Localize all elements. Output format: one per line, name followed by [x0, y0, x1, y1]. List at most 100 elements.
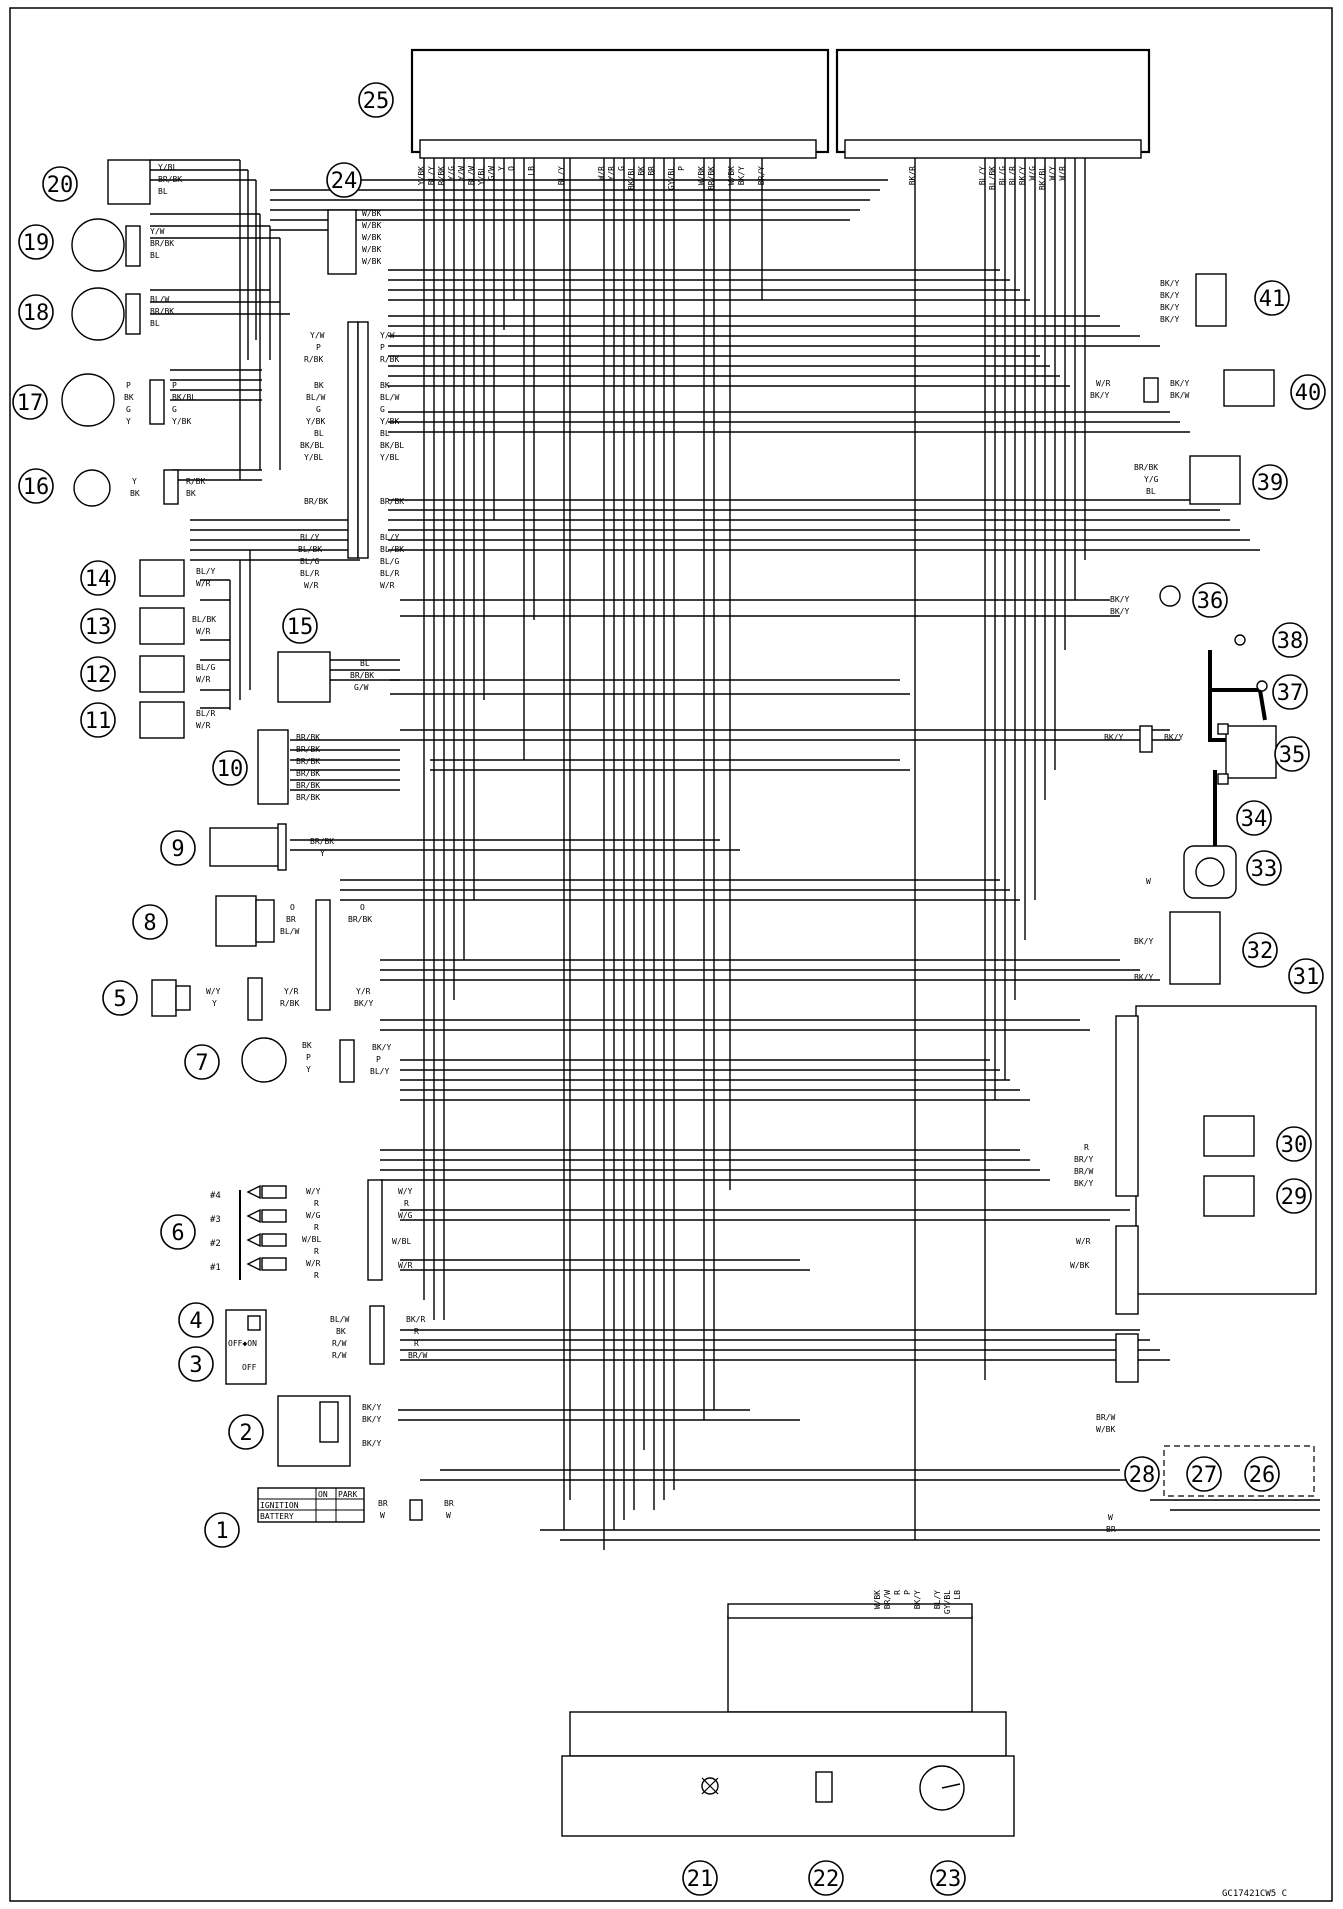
- callout-24: 24: [326, 162, 362, 198]
- callout-number: 3: [189, 1353, 202, 1378]
- svg-text:W: W: [1108, 1513, 1113, 1522]
- svg-text:BK/Y: BK/Y: [1110, 595, 1129, 604]
- svg-text:BR/BK: BR/BK: [350, 671, 374, 680]
- switch-3-4: OFF◆ON OFF BL/W BK R/W R/W BK/R R R BR/W: [225, 1305, 427, 1385]
- ignition-row-ignition: IGNITION: [260, 1501, 299, 1510]
- svg-text:R: R: [404, 1199, 409, 1208]
- svg-text:P: P: [316, 343, 321, 352]
- svg-text:BR/BK: BR/BK: [296, 745, 320, 754]
- svg-text:Y/BL: Y/BL: [304, 453, 323, 462]
- ecu-pin-label: BL/W: [467, 166, 476, 185]
- svg-text:BK: BK: [130, 489, 140, 498]
- ecu-unit: [410, 48, 1151, 159]
- svg-text:BL/BK: BL/BK: [298, 545, 322, 554]
- ecu-pin-label: BK/Y: [737, 166, 746, 185]
- svg-text:W/BK: W/BK: [362, 245, 381, 254]
- component-39: BR/BK Y/G BL: [1134, 455, 1241, 505]
- svg-text:BL/G: BL/G: [196, 663, 215, 672]
- callout-number: 37: [1277, 681, 1304, 706]
- svg-text:Y/R: Y/R: [284, 987, 299, 996]
- svg-text:BK/Y: BK/Y: [1160, 291, 1179, 300]
- component-35-battery: BK/Y BK/Y: [1104, 725, 1277, 779]
- injector-4-label: #4: [210, 1191, 221, 1201]
- svg-text:W/R: W/R: [304, 581, 319, 590]
- svg-text:W/R: W/R: [1096, 379, 1111, 388]
- svg-text:BL/Y: BL/Y: [300, 533, 319, 542]
- callout-37: 37: [1272, 674, 1308, 710]
- callout-number: 4: [189, 1309, 202, 1334]
- svg-text:BK/Y: BK/Y: [1134, 973, 1153, 982]
- injector-1-label: #1: [210, 1263, 221, 1273]
- svg-text:BK/R: BK/R: [406, 1315, 425, 1324]
- ignition-switch: ON PARK IGNITION BATTERY BR W BR W: [257, 1487, 454, 1523]
- callout-18: 18: [18, 294, 54, 330]
- meter-pin-label: BK/Y: [913, 1590, 922, 1609]
- svg-text:BL/W: BL/W: [330, 1315, 349, 1324]
- ignition-header-park: PARK: [338, 1490, 357, 1499]
- svg-text:W/BK: W/BK: [362, 257, 381, 266]
- callout-number: 41: [1259, 287, 1286, 312]
- svg-text:BK/BL: BK/BL: [380, 441, 404, 450]
- wire-harness-lines: [150, 158, 1320, 1550]
- svg-text:BL/BK: BL/BK: [192, 615, 216, 624]
- ignition-header-on: ON: [318, 1490, 328, 1499]
- svg-text:BR/BK: BR/BK: [380, 497, 404, 506]
- svg-text:BL: BL: [380, 429, 390, 438]
- svg-text:BK/Y: BK/Y: [1170, 379, 1189, 388]
- component-36: BK/Y BK/Y: [1110, 585, 1181, 616]
- callout-number: 7: [195, 1051, 208, 1076]
- meter-pin-label: GY/BL: [943, 1590, 952, 1614]
- component-8: O BR BL/W O BR/BK: [215, 895, 372, 1011]
- lcd-display-icon: [815, 1771, 833, 1803]
- svg-text:BR: BR: [286, 915, 296, 924]
- svg-text:BL/Y: BL/Y: [196, 567, 215, 576]
- svg-text:P: P: [380, 343, 385, 352]
- svg-text:BR/BK: BR/BK: [150, 307, 174, 316]
- svg-text:R: R: [314, 1223, 319, 1232]
- callout-number: 2: [239, 1421, 252, 1446]
- meter-pin-label: R: [893, 1590, 902, 1595]
- svg-text:O: O: [360, 903, 365, 912]
- injector-2-label: #2: [210, 1239, 221, 1249]
- svg-text:BL: BL: [150, 319, 160, 328]
- callout-27: 27: [1186, 1456, 1222, 1492]
- svg-text:Y: Y: [212, 999, 217, 1008]
- switch-3-off: OFF: [242, 1363, 257, 1372]
- callout-14: 14: [80, 560, 116, 596]
- meter-pin-label: W/BK: [873, 1590, 882, 1609]
- components-26-28: BR/W W/BK W BR: [1096, 1413, 1315, 1534]
- callout-15: 15: [282, 608, 318, 644]
- svg-text:BL: BL: [314, 429, 324, 438]
- svg-text:BL/W: BL/W: [380, 393, 399, 402]
- svg-text:G: G: [126, 405, 131, 414]
- svg-text:BR/BK: BR/BK: [296, 781, 320, 790]
- component-9: BR/BK Y: [209, 823, 334, 871]
- ecu-pin-label: BK/BL: [1038, 166, 1047, 190]
- svg-text:BK/Y: BK/Y: [1160, 303, 1179, 312]
- callout-41: 41: [1254, 280, 1290, 316]
- svg-text:Y/W: Y/W: [310, 331, 325, 340]
- svg-text:R/W: R/W: [332, 1339, 347, 1348]
- svg-text:W/R: W/R: [196, 721, 211, 730]
- svg-text:W/Y: W/Y: [398, 1187, 413, 1196]
- svg-text:BL/G: BL/G: [300, 557, 319, 566]
- svg-text:BK/BL: BK/BL: [172, 393, 196, 402]
- svg-text:W/Y: W/Y: [206, 987, 221, 996]
- ecu-pin-label: BK: [637, 166, 646, 176]
- svg-text:BR/BK: BR/BK: [150, 239, 174, 248]
- callout-number: 1: [215, 1519, 228, 1544]
- svg-text:P: P: [172, 381, 177, 390]
- callout-35: 35: [1274, 736, 1310, 772]
- component-13: BL/BK W/R: [139, 607, 216, 645]
- callout-22: 22: [808, 1860, 844, 1896]
- callout-20: 20: [42, 166, 78, 202]
- component-31-junction-box: R BR/Y BR/W BK/Y W/R W/BK: [1070, 1005, 1317, 1383]
- svg-text:R: R: [314, 1271, 319, 1280]
- ecu-pin-label: BL/R: [1008, 166, 1017, 185]
- svg-text:BK/Y: BK/Y: [362, 1439, 381, 1448]
- svg-text:R/BK: R/BK: [304, 355, 323, 364]
- callout-number: 23: [935, 1867, 962, 1892]
- svg-text:W/G: W/G: [398, 1211, 413, 1220]
- svg-text:Y/BL: Y/BL: [158, 163, 177, 172]
